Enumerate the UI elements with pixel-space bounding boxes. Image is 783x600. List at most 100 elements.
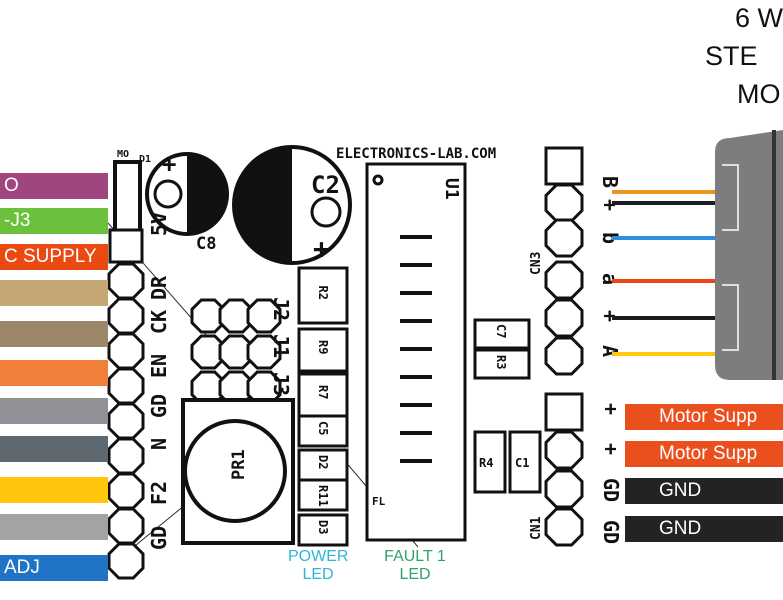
header-pin [107,542,145,580]
cn1-pin-plus-2: + [599,443,623,455]
pr1-dial [183,419,287,523]
jumper-pin [218,334,254,370]
left-label [0,321,108,347]
u1-ic: U1 FL [365,162,467,542]
left-header-labels: 5V DR CK EN GD N F2 GD [147,212,171,550]
title-line-2: STE [705,41,758,71]
d1-text: D1 [139,154,151,165]
motor-label: Motor Supp [625,404,783,430]
motor-wire [612,316,717,320]
resistor-r11 [297,478,349,512]
right-parts: C7 R3 R4 C1 [473,318,542,494]
jumper-pin [190,334,226,370]
motor-coil-2 [722,284,739,351]
header-pin [107,472,145,510]
cn1-connector [544,392,584,547]
resistor-d3 [297,513,349,547]
header-pin [107,507,145,545]
c8-plus: + [162,150,176,178]
motor-wire [612,352,717,356]
left-label: -J3 [0,208,108,234]
left-label [0,398,108,424]
cn3-pin [544,298,584,338]
diagram-title-2: STE [705,40,758,72]
diagram-title-3: MO [737,78,781,110]
fl-text: FL [372,495,386,508]
j3-text: J3 [269,372,293,396]
resistor-r7 [297,372,349,418]
header-pin [107,297,145,335]
left-header [107,228,145,580]
cn1-pin-square [544,392,584,432]
cn3-pin [544,218,584,258]
motor-wire [612,201,717,205]
resistor-label-r2: R2 [316,286,330,300]
motor-label: GND [625,516,783,542]
jumper-pin [246,298,282,334]
jumper-pin [190,298,226,334]
c8-text: C8 [196,234,216,254]
motor-wire [612,279,717,283]
header-pin [107,262,145,300]
resistor-label-r7: R7 [316,385,330,399]
fault-led-caption: FAULT 1 LED [375,548,455,584]
header-label-dr: DR [147,275,171,300]
motor-label: GND [625,478,783,504]
motor-wire [612,190,717,194]
j1-text: J1 [269,334,293,358]
r4-body [473,430,507,494]
cn1-text: CN1 [529,516,544,540]
c2-text: C2 [311,171,340,199]
motor-wire [612,236,717,240]
cn1-pin [544,430,584,470]
resistor-c5 [297,414,349,448]
header-pin [107,367,145,405]
power-led-caption: POWER LED [288,548,348,584]
cn1-pin-plus-1: + [599,403,623,415]
motor-body [715,130,783,380]
header-label-5v: 5V [147,212,171,236]
c1-text: C1 [515,456,529,470]
resistor-label-d3: D3 [316,520,330,534]
c8-hole [153,179,183,209]
resistor-label-r9: R9 [316,340,330,354]
pr1-potentiometer: PR1 [181,398,295,545]
pr1-text: PR1 [229,449,249,480]
cn3-pin [544,260,584,300]
header-label-n: N [147,438,171,450]
cn3-pin-b-lower: b [598,232,622,244]
c7-text: C7 [494,324,508,338]
j2-text: J2 [269,297,293,321]
cn3-connector [544,146,584,376]
c1-body [508,430,542,494]
resistor-r9 [297,327,349,373]
header-pin [107,402,145,440]
r3-body [473,348,531,380]
cn3-pin [544,183,584,223]
header-label-en: EN [147,354,171,378]
jumper-grid [190,298,282,406]
mo-part: MO D1 [113,149,151,236]
power-caption-line2: LED [302,566,334,583]
cn3-pin-square [544,146,584,186]
stepper-motor [715,130,783,380]
u1-text: U1 [441,178,462,200]
resistor-d2 [297,448,349,482]
c2-half [234,147,292,263]
r3-text: R3 [494,355,508,369]
c2-capacitor: C2 + [232,145,352,265]
header-label-f2: F2 [147,481,171,505]
u1-body [365,162,467,542]
cn1-pin-gd-1: GD [599,478,623,502]
header-label-gd1: GD [147,394,171,418]
fault-caption-line2: LED [399,566,431,583]
header-pin-square [108,228,144,264]
jumper-pin [246,334,282,370]
jumper-labels: J2 J1 J3 [269,297,293,396]
resistor-label-r11: R11 [316,485,330,507]
left-label [0,477,108,503]
left-label: ADJ [0,555,108,581]
cn3-text: CN3 [529,252,544,275]
